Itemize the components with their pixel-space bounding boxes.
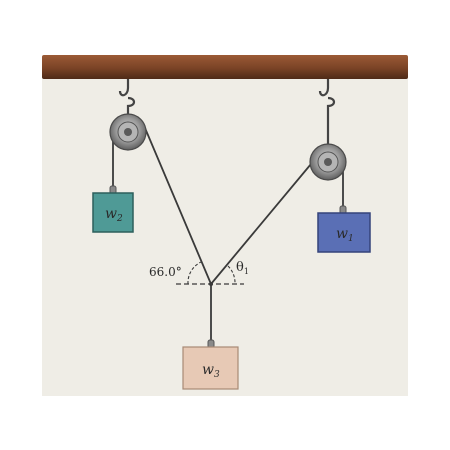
ropes bbox=[112, 127, 344, 343]
weight-w2: w2 bbox=[92, 192, 134, 233]
angle-right-label: θ1 bbox=[236, 260, 249, 276]
right-pulley bbox=[309, 143, 347, 181]
ceiling-beam bbox=[42, 55, 408, 79]
w1-label: w1 bbox=[336, 226, 354, 244]
weight-w1: w1 bbox=[317, 212, 371, 253]
knot bbox=[209, 282, 213, 286]
left-angle-arc bbox=[187, 261, 202, 285]
w2-label: w2 bbox=[105, 206, 123, 224]
left-hook bbox=[118, 79, 136, 120]
w3-label: w3 bbox=[202, 362, 220, 380]
right-hook bbox=[318, 79, 336, 150]
rope-right-pulley-to-knot bbox=[210, 157, 317, 285]
weight-w3: w3 bbox=[182, 346, 239, 390]
angle-left-label: 66.0° bbox=[149, 265, 182, 279]
left-pulley bbox=[109, 113, 147, 151]
rope-left-pulley-to-knot bbox=[144, 127, 212, 285]
right-angle-arc bbox=[227, 265, 236, 285]
